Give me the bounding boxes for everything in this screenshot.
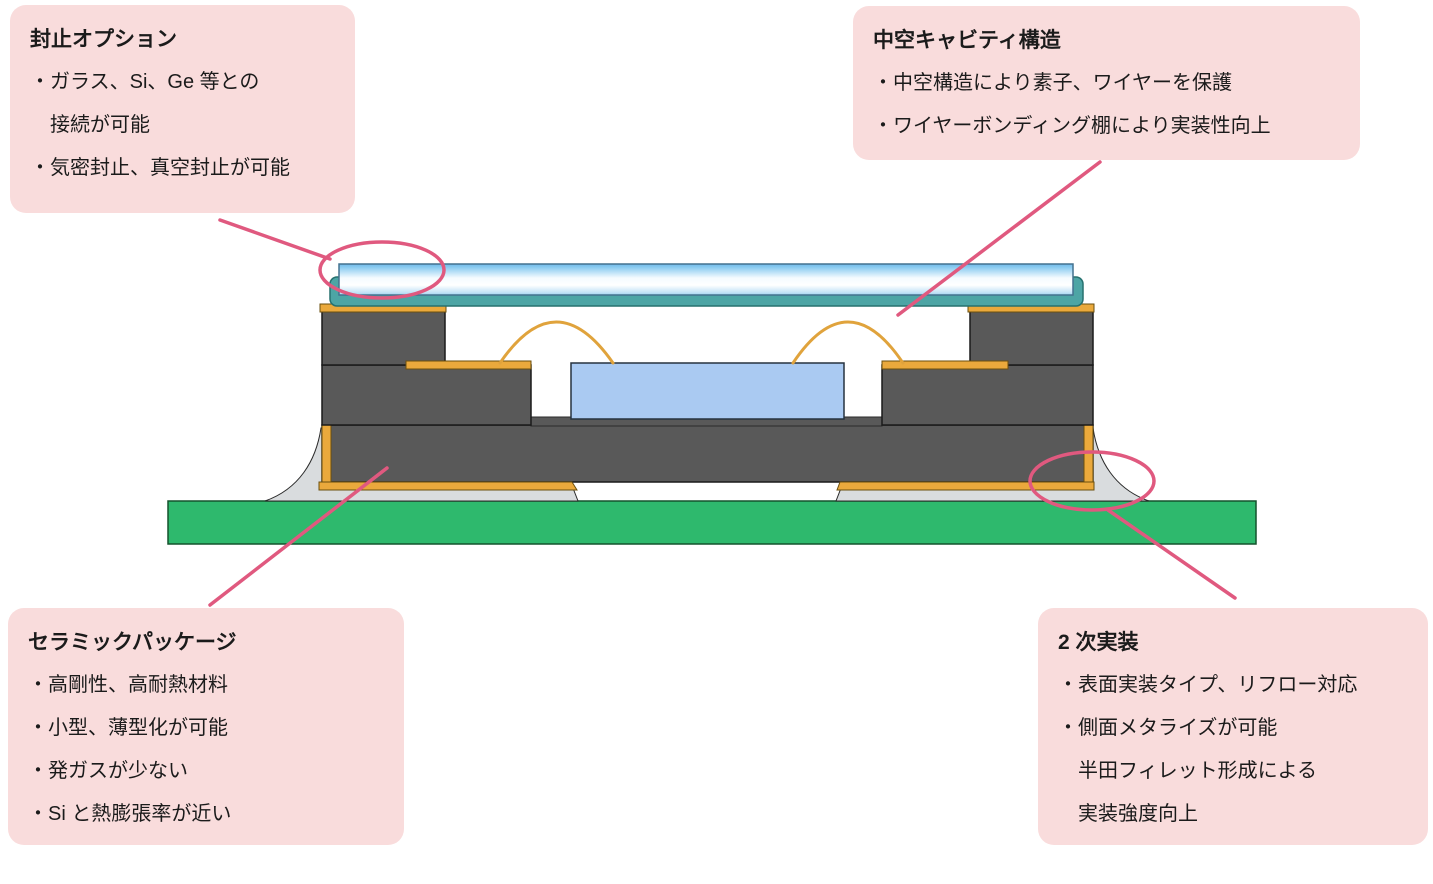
callout-line: 半田フィレット形成による: [1058, 760, 1317, 782]
bottom-metallization-left: [318, 481, 578, 491]
callout-line: 接続が可能: [30, 114, 150, 136]
callout-title: セラミックパッケージ: [28, 631, 237, 654]
callout-hollow-cavity: 中空キャビティ構造 ・中空構造により素子、ワイヤーを保護 ・ワイヤーボンディング…: [853, 6, 1360, 160]
ceramic-base-layer: [321, 424, 1094, 483]
bottom-metallization-right: [836, 481, 1095, 491]
leader-line-seal: [218, 218, 332, 261]
glass-lid: [338, 263, 1074, 296]
leader-line-ceramic: [208, 466, 389, 607]
callout-line: ・表面実装タイプ、リフロー対応: [1058, 674, 1358, 696]
die: [570, 362, 845, 420]
seal-ring-right: [969, 310, 1094, 366]
callout-line: ・ワイヤーボンディング棚により実装性向上: [873, 115, 1271, 137]
shelf-metallization-right: [881, 360, 1009, 370]
highlight-ellipse-fillet: [1028, 450, 1156, 512]
cavity-ring-left: [321, 364, 532, 426]
callout-title: 中空キャビティ構造: [873, 29, 1061, 52]
wire-bond-left: [498, 320, 615, 365]
callout-title: 2 次実装: [1058, 631, 1139, 654]
callout-title: 封止オプション: [30, 28, 177, 51]
highlight-ellipse-seal: [318, 240, 446, 300]
seal-ring-left: [321, 310, 446, 366]
callout-line: ・側面メタライズが可能: [1058, 717, 1278, 739]
leader-line-cavity: [896, 160, 1102, 317]
callout-sealing-options: 封止オプション ・ガラス、Si、Ge 等との 接続が可能 ・気密封止、真空封止が…: [10, 5, 355, 213]
callout-line: 実装強度向上: [1058, 803, 1198, 825]
pcb-board: [167, 500, 1257, 545]
callout-secondary-mounting: 2 次実装 ・表面実装タイプ、リフロー対応 ・側面メタライズが可能 半田フィレッ…: [1038, 608, 1428, 845]
cavity-ring-right: [881, 364, 1094, 426]
wire-bond-right: [791, 320, 905, 365]
callout-line: ・発ガスが少ない: [28, 760, 188, 782]
callout-line: ・小型、薄型化が可能: [28, 717, 228, 739]
shelf-metallization-left: [405, 360, 532, 370]
callout-line: ・Si と熱膨張率が近い: [28, 803, 232, 825]
leader-line-smt: [1106, 508, 1237, 600]
callout-ceramic-package: セラミックパッケージ ・高剛性、高耐熱材料 ・小型、薄型化が可能 ・発ガスが少な…: [8, 608, 404, 845]
side-metallization-left: [321, 424, 332, 483]
callout-line: ・中空構造により素子、ワイヤーを保護: [873, 72, 1232, 94]
callout-line: ・気密封止、真空封止が可能: [30, 157, 290, 179]
callout-line: ・ガラス、Si、Ge 等との: [30, 71, 260, 93]
callout-line: ・高剛性、高耐熱材料: [28, 674, 228, 696]
